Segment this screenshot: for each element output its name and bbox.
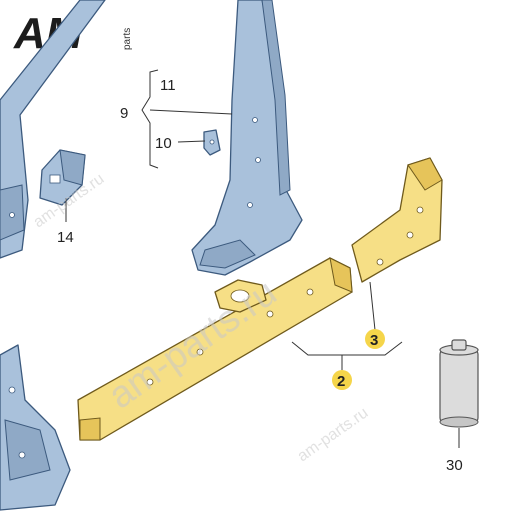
part-14-bracket bbox=[39, 149, 86, 206]
part-3-reinforcement bbox=[351, 157, 443, 283]
b-pillar-panel bbox=[191, 0, 303, 276]
callout-3-highlight bbox=[365, 329, 385, 349]
callout-11[interactable]: 11 bbox=[160, 77, 176, 94]
callout-14[interactable]: 14 bbox=[57, 229, 74, 246]
watermark-small-bottom: am-parts.ru bbox=[295, 404, 372, 465]
part-2-sill-member bbox=[77, 257, 353, 441]
part-30-canister bbox=[439, 339, 479, 428]
callout-10[interactable]: 10 bbox=[155, 135, 172, 152]
rear-lower-panel bbox=[0, 344, 71, 511]
callout-9[interactable]: 9 bbox=[120, 105, 128, 122]
callout-2[interactable]: 2 bbox=[337, 373, 345, 390]
callout-30[interactable]: 30 bbox=[446, 457, 463, 474]
logo-suffix: parts bbox=[122, 28, 133, 50]
leader-lines bbox=[65, 69, 460, 448]
part-10-clip bbox=[203, 129, 221, 156]
callouts: 11 9 10 14 3 2 30 bbox=[57, 77, 463, 474]
callout-3[interactable]: 3 bbox=[370, 332, 378, 349]
callout-2-highlight bbox=[332, 370, 352, 390]
a-pillar-panel bbox=[0, 0, 106, 259]
